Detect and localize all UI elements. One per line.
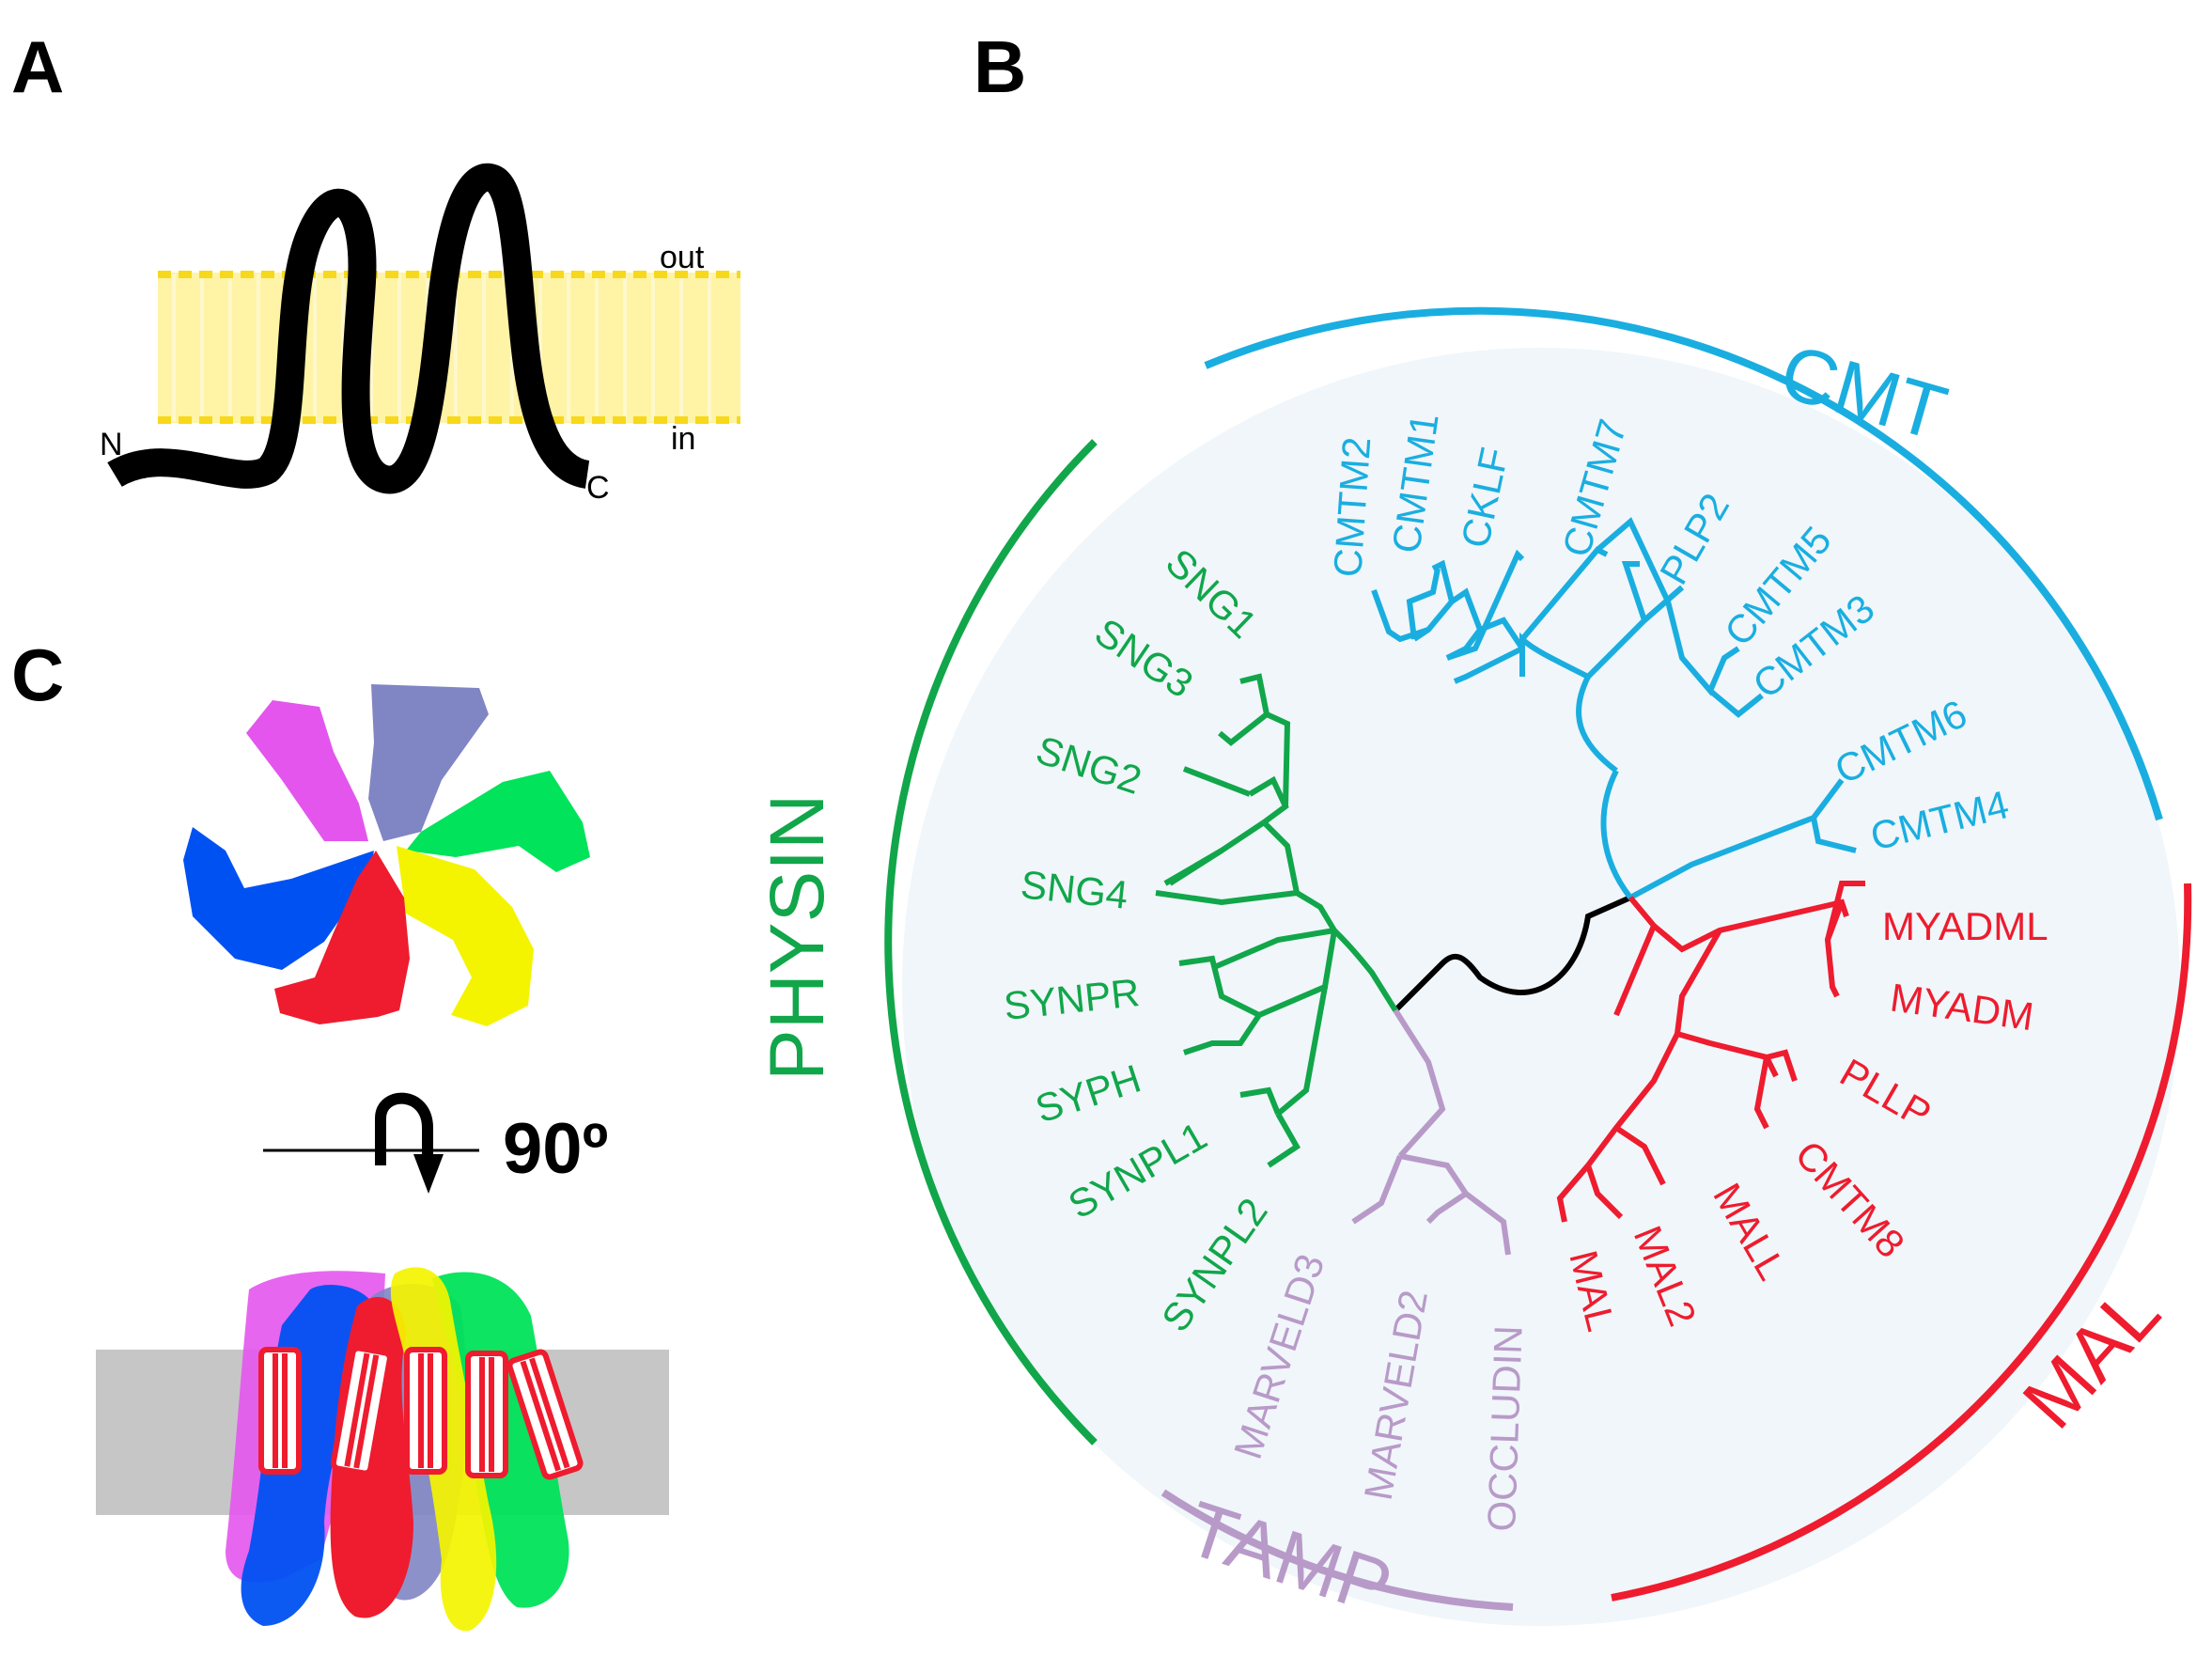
subunit-yellow [397,846,534,1026]
tree-root [1393,895,1632,1013]
cmt-branches [1371,517,1857,900]
rotation-angle-label: 90º [503,1109,608,1189]
subunit-blue [183,827,374,970]
panel-c-letter: C [11,633,64,716]
helix-bundle-icon [258,1345,584,1480]
rotation-arrow-icon [263,1092,479,1194]
n-terminus-label: N [100,427,123,462]
panel-a-letter: A [11,25,64,108]
subunit-green [406,771,590,872]
subunit-magenta [246,700,368,841]
tamp-branches [1351,1008,1511,1256]
outside-label: out [660,240,705,275]
tamp-arc [1161,1489,1514,1611]
mal-arc [1611,883,2192,1602]
leaf-occludin: OCCLUDIN [1479,1324,1531,1532]
mal-branches [1556,881,1865,1223]
inside-label: in [671,421,695,457]
subunit-slate [368,684,489,841]
leaf-cmtm2: CMTM2 [1325,435,1379,578]
physin-arc [884,439,1098,1445]
group-label-physin: PHYSIN [755,794,840,1081]
physin-branches [1155,673,1398,1168]
tetraspan-protein-chain [107,163,591,494]
oligomer-top-view [183,684,590,1026]
c-terminus-label: C [586,470,610,506]
cmt-arc [1204,306,2163,821]
panel-b-letter: B [974,25,1026,108]
subunit-red [274,851,410,1024]
oligomer-side-view [96,1267,669,1632]
leaf-myadml: MYADML [1882,904,2048,948]
